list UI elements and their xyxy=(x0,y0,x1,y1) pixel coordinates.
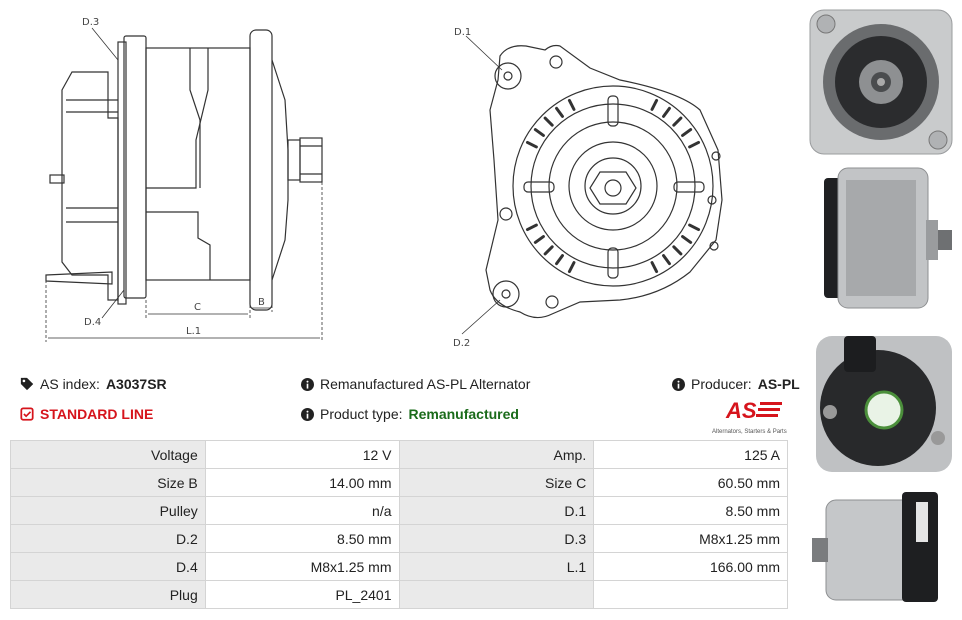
product-description: Remanufactured AS-PL Alternator xyxy=(301,376,530,392)
fan-slot xyxy=(567,98,576,111)
fan-slot xyxy=(681,235,693,244)
spec-key: Pulley xyxy=(10,496,206,525)
tag-icon xyxy=(20,377,34,391)
fan-slot xyxy=(662,254,671,266)
spec-key: D.3 xyxy=(398,524,595,553)
spec-value: 14.00 mm xyxy=(204,468,400,497)
producer: Producer: AS-PL xyxy=(672,376,800,392)
front-view-drawing xyxy=(485,44,723,319)
spec-value: 8.50 mm xyxy=(593,496,788,525)
description-text: Remanufactured AS-PL Alternator xyxy=(320,376,531,392)
product-type-label: Product type: xyxy=(320,406,403,422)
label-d3: D.3 xyxy=(82,17,99,28)
spec-key: Size B xyxy=(10,468,206,497)
label-d4: D.4 xyxy=(84,317,101,328)
spec-value xyxy=(593,580,788,609)
as-index: AS index: A3037SR xyxy=(20,376,167,392)
product-photo-rear xyxy=(806,328,956,480)
fan-slot xyxy=(688,223,701,232)
standard-line: STANDARD LINE xyxy=(20,406,153,422)
logo-mark: AS xyxy=(725,398,757,422)
spec-key: Voltage xyxy=(10,440,206,469)
spec-value: n/a xyxy=(204,496,400,525)
spec-value: M8x1.25 mm xyxy=(204,552,400,581)
label-c: C xyxy=(194,302,201,313)
product-type-value: Remanufactured xyxy=(408,406,519,422)
spec-key: D.1 xyxy=(398,496,595,525)
fan-slot xyxy=(681,128,693,137)
spec-value: 12 V xyxy=(204,440,400,469)
fan-slot xyxy=(650,98,659,111)
spec-key: D.4 xyxy=(10,552,206,581)
fan-slot xyxy=(525,223,538,232)
product-photo-side xyxy=(806,160,956,320)
product-photo-angle xyxy=(806,486,956,612)
label-b: B xyxy=(258,297,265,308)
spec-value: PL_2401 xyxy=(204,580,400,609)
fan-slot xyxy=(533,128,545,137)
product-photo-front xyxy=(806,6,956,158)
fan-slot xyxy=(688,140,701,149)
side-view-dimensions xyxy=(45,27,323,342)
side-view-drawing xyxy=(45,29,323,311)
fan-slot xyxy=(672,116,683,127)
producer-value: AS-PL xyxy=(757,376,800,392)
fan-slots xyxy=(525,98,701,274)
producer-label: Producer: xyxy=(691,376,752,392)
info-circle-icon xyxy=(301,407,314,421)
spec-key: Amp. xyxy=(398,440,595,469)
as-index-label: AS index: xyxy=(40,376,100,392)
label-d2: D.2 xyxy=(453,338,470,349)
info-circle-icon xyxy=(301,377,314,391)
spec-key: Plug xyxy=(10,580,206,609)
spec-value: 60.50 mm xyxy=(593,468,788,497)
fan-slot xyxy=(543,116,554,127)
technical-drawing: D.3 D.4 C B L.1 D.1 D.2 xyxy=(45,17,723,349)
product-type: Product type: Remanufactured xyxy=(301,406,519,422)
fan-slot xyxy=(567,261,576,274)
check-square-icon xyxy=(20,407,34,421)
label-d1: D.1 xyxy=(454,27,471,38)
fan-slot xyxy=(555,106,564,118)
info-circle-icon xyxy=(672,377,685,391)
fan-slot xyxy=(555,254,564,266)
fan-slot xyxy=(525,140,538,149)
logo-tagline: Alternators, Starters & Parts xyxy=(712,429,787,435)
spec-value: 8.50 mm xyxy=(204,524,400,553)
fan-slot xyxy=(533,235,545,244)
spec-value: 125 A xyxy=(593,440,788,469)
spec-key: Size C xyxy=(398,468,595,497)
fan-slot xyxy=(662,106,671,118)
fan-slot xyxy=(650,261,659,274)
standard-line-label: STANDARD LINE xyxy=(40,406,154,422)
spec-value: M8x1.25 mm xyxy=(593,524,788,553)
as-pl-logo: AS Alternators, Starters & Parts xyxy=(712,398,792,435)
as-index-value: A3037SR xyxy=(105,376,167,392)
spec-key: L.1 xyxy=(398,552,595,581)
spec-key: D.2 xyxy=(10,524,206,553)
front-view-dimensions xyxy=(461,35,503,335)
fan-slot xyxy=(543,245,554,256)
spec-value: 166.00 mm xyxy=(593,552,788,581)
label-l1: L.1 xyxy=(186,326,201,337)
fan-slot xyxy=(672,245,683,256)
spec-key xyxy=(398,580,595,609)
